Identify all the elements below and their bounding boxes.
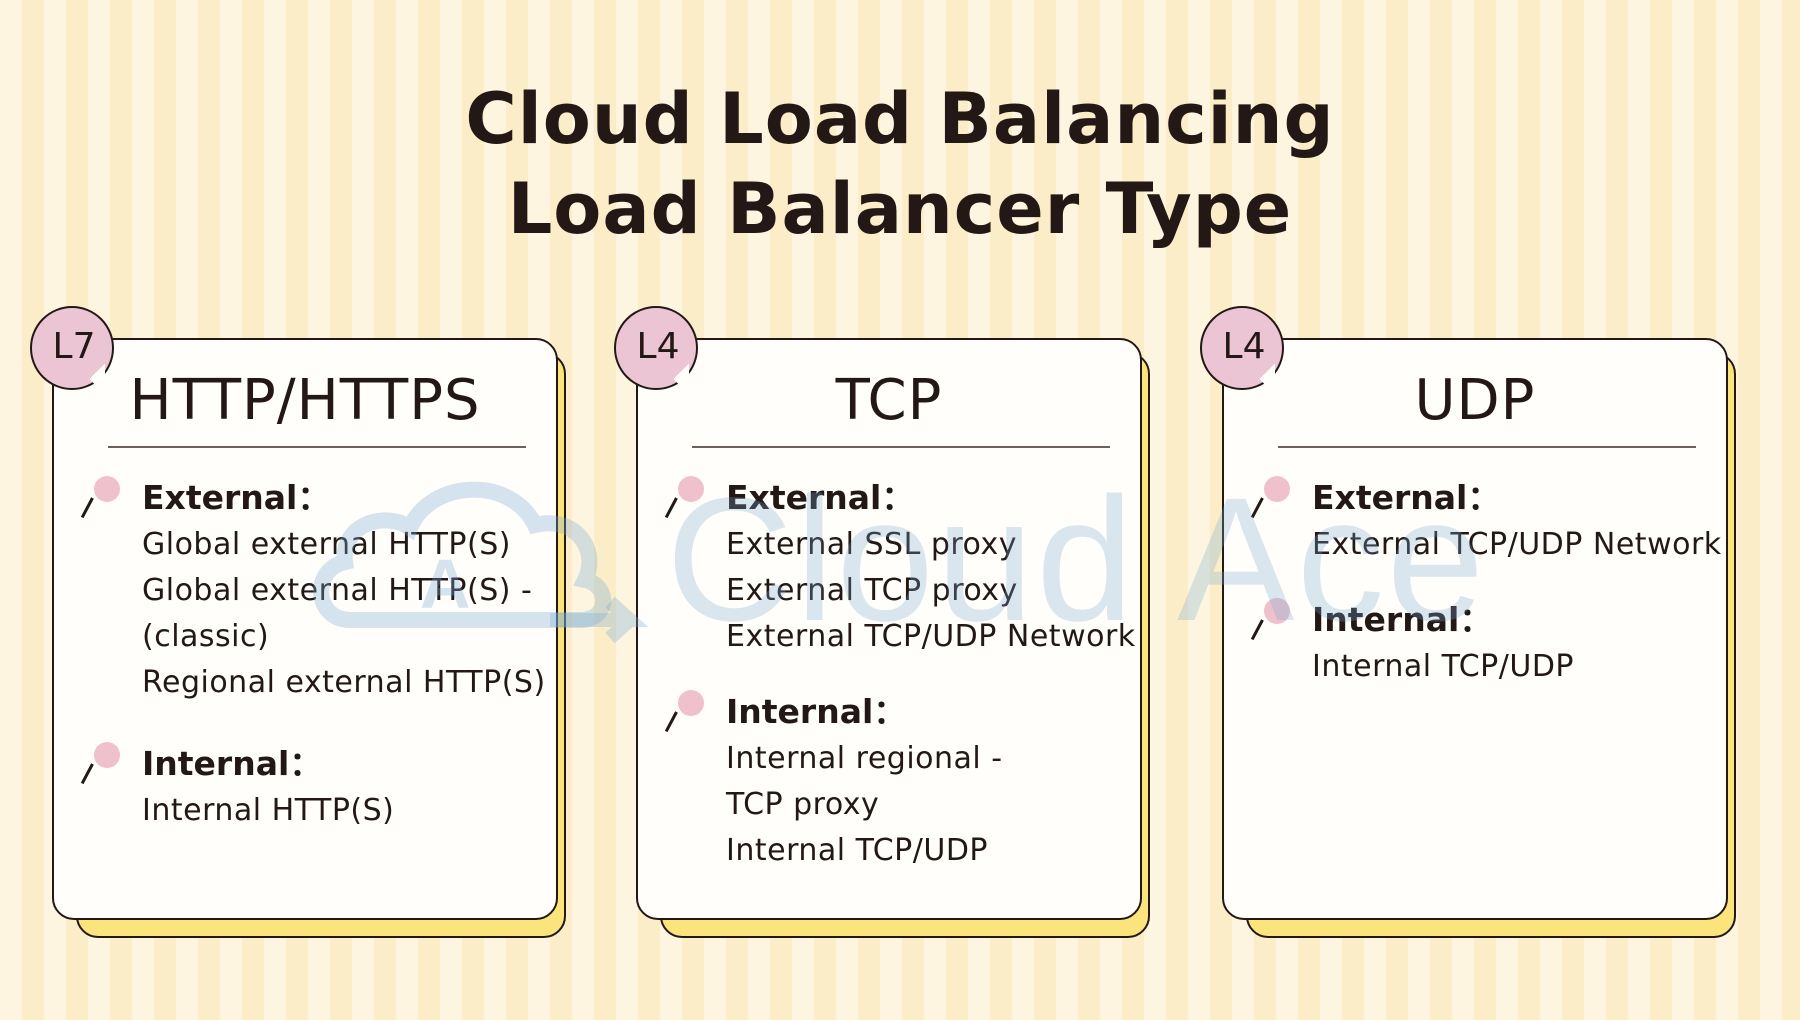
card-http: L7 HTTP/HTTPS External： Global external … — [30, 306, 566, 938]
list-item: (classic) — [142, 619, 270, 654]
card-title: UDP — [1414, 368, 1536, 433]
section-heading: External： — [1312, 478, 1501, 517]
card-body: L7 HTTP/HTTPS External： Global external … — [30, 306, 558, 920]
pushpin-icon — [664, 476, 704, 520]
list-item: Internal TCP/UDP — [1312, 649, 1575, 684]
pushpin-icon — [1250, 598, 1290, 642]
list-item: External TCP/UDP Network — [726, 619, 1136, 654]
card-udp: L4 UDP External： External TCP/UDP Networ… — [1200, 306, 1736, 938]
list-item: External TCP/UDP Network — [1312, 527, 1722, 562]
section-heading: Internal： — [142, 744, 323, 783]
card-divider — [108, 446, 526, 448]
layer-badge-label: L4 — [636, 326, 680, 367]
layer-badge: L4 — [614, 306, 705, 395]
page-title: Cloud Load Balancing Load Balancer Type — [0, 74, 1800, 254]
list-item: Internal regional - — [726, 741, 1003, 776]
list-item: TCP proxy — [726, 787, 880, 822]
card-tcp: L4 TCP External： External SSL proxy Exte… — [614, 306, 1150, 938]
list-item: Global external HTTP(S) - — [142, 573, 533, 608]
section-heading: External： — [142, 478, 331, 517]
pushpin-icon — [80, 476, 120, 520]
list-item: Regional external HTTP(S) — [142, 665, 546, 700]
layer-badge-label: L7 — [52, 326, 96, 367]
list-item: Internal TCP/UDP — [726, 833, 989, 868]
card-body: L4 TCP External： External SSL proxy Exte… — [614, 306, 1142, 920]
list-item: Global external HTTP(S) — [142, 527, 511, 562]
card-title: HTTP/HTTPS — [129, 368, 481, 433]
list-item: External SSL proxy — [726, 527, 1017, 562]
section-heading: External： — [726, 478, 915, 517]
title-line-2: Load Balancer Type — [507, 168, 1293, 250]
card-body: L4 UDP External： External TCP/UDP Networ… — [1200, 306, 1728, 920]
pushpin-icon — [1250, 476, 1290, 520]
section-heading: Internal： — [1312, 600, 1493, 639]
layer-badge: L7 — [30, 306, 121, 395]
list-item: Internal HTTP(S) — [142, 793, 395, 828]
title-line-1: Cloud Load Balancing — [465, 78, 1335, 160]
list-item: External TCP proxy — [726, 573, 1018, 608]
pushpin-icon — [664, 690, 704, 734]
section-heading: Internal： — [726, 692, 907, 731]
card-title: TCP — [835, 368, 943, 433]
pushpin-icon — [80, 742, 120, 786]
layer-badge-label: L4 — [1222, 326, 1266, 367]
card-divider — [692, 446, 1110, 448]
card-divider — [1278, 446, 1696, 448]
layer-badge: L4 — [1200, 306, 1291, 395]
